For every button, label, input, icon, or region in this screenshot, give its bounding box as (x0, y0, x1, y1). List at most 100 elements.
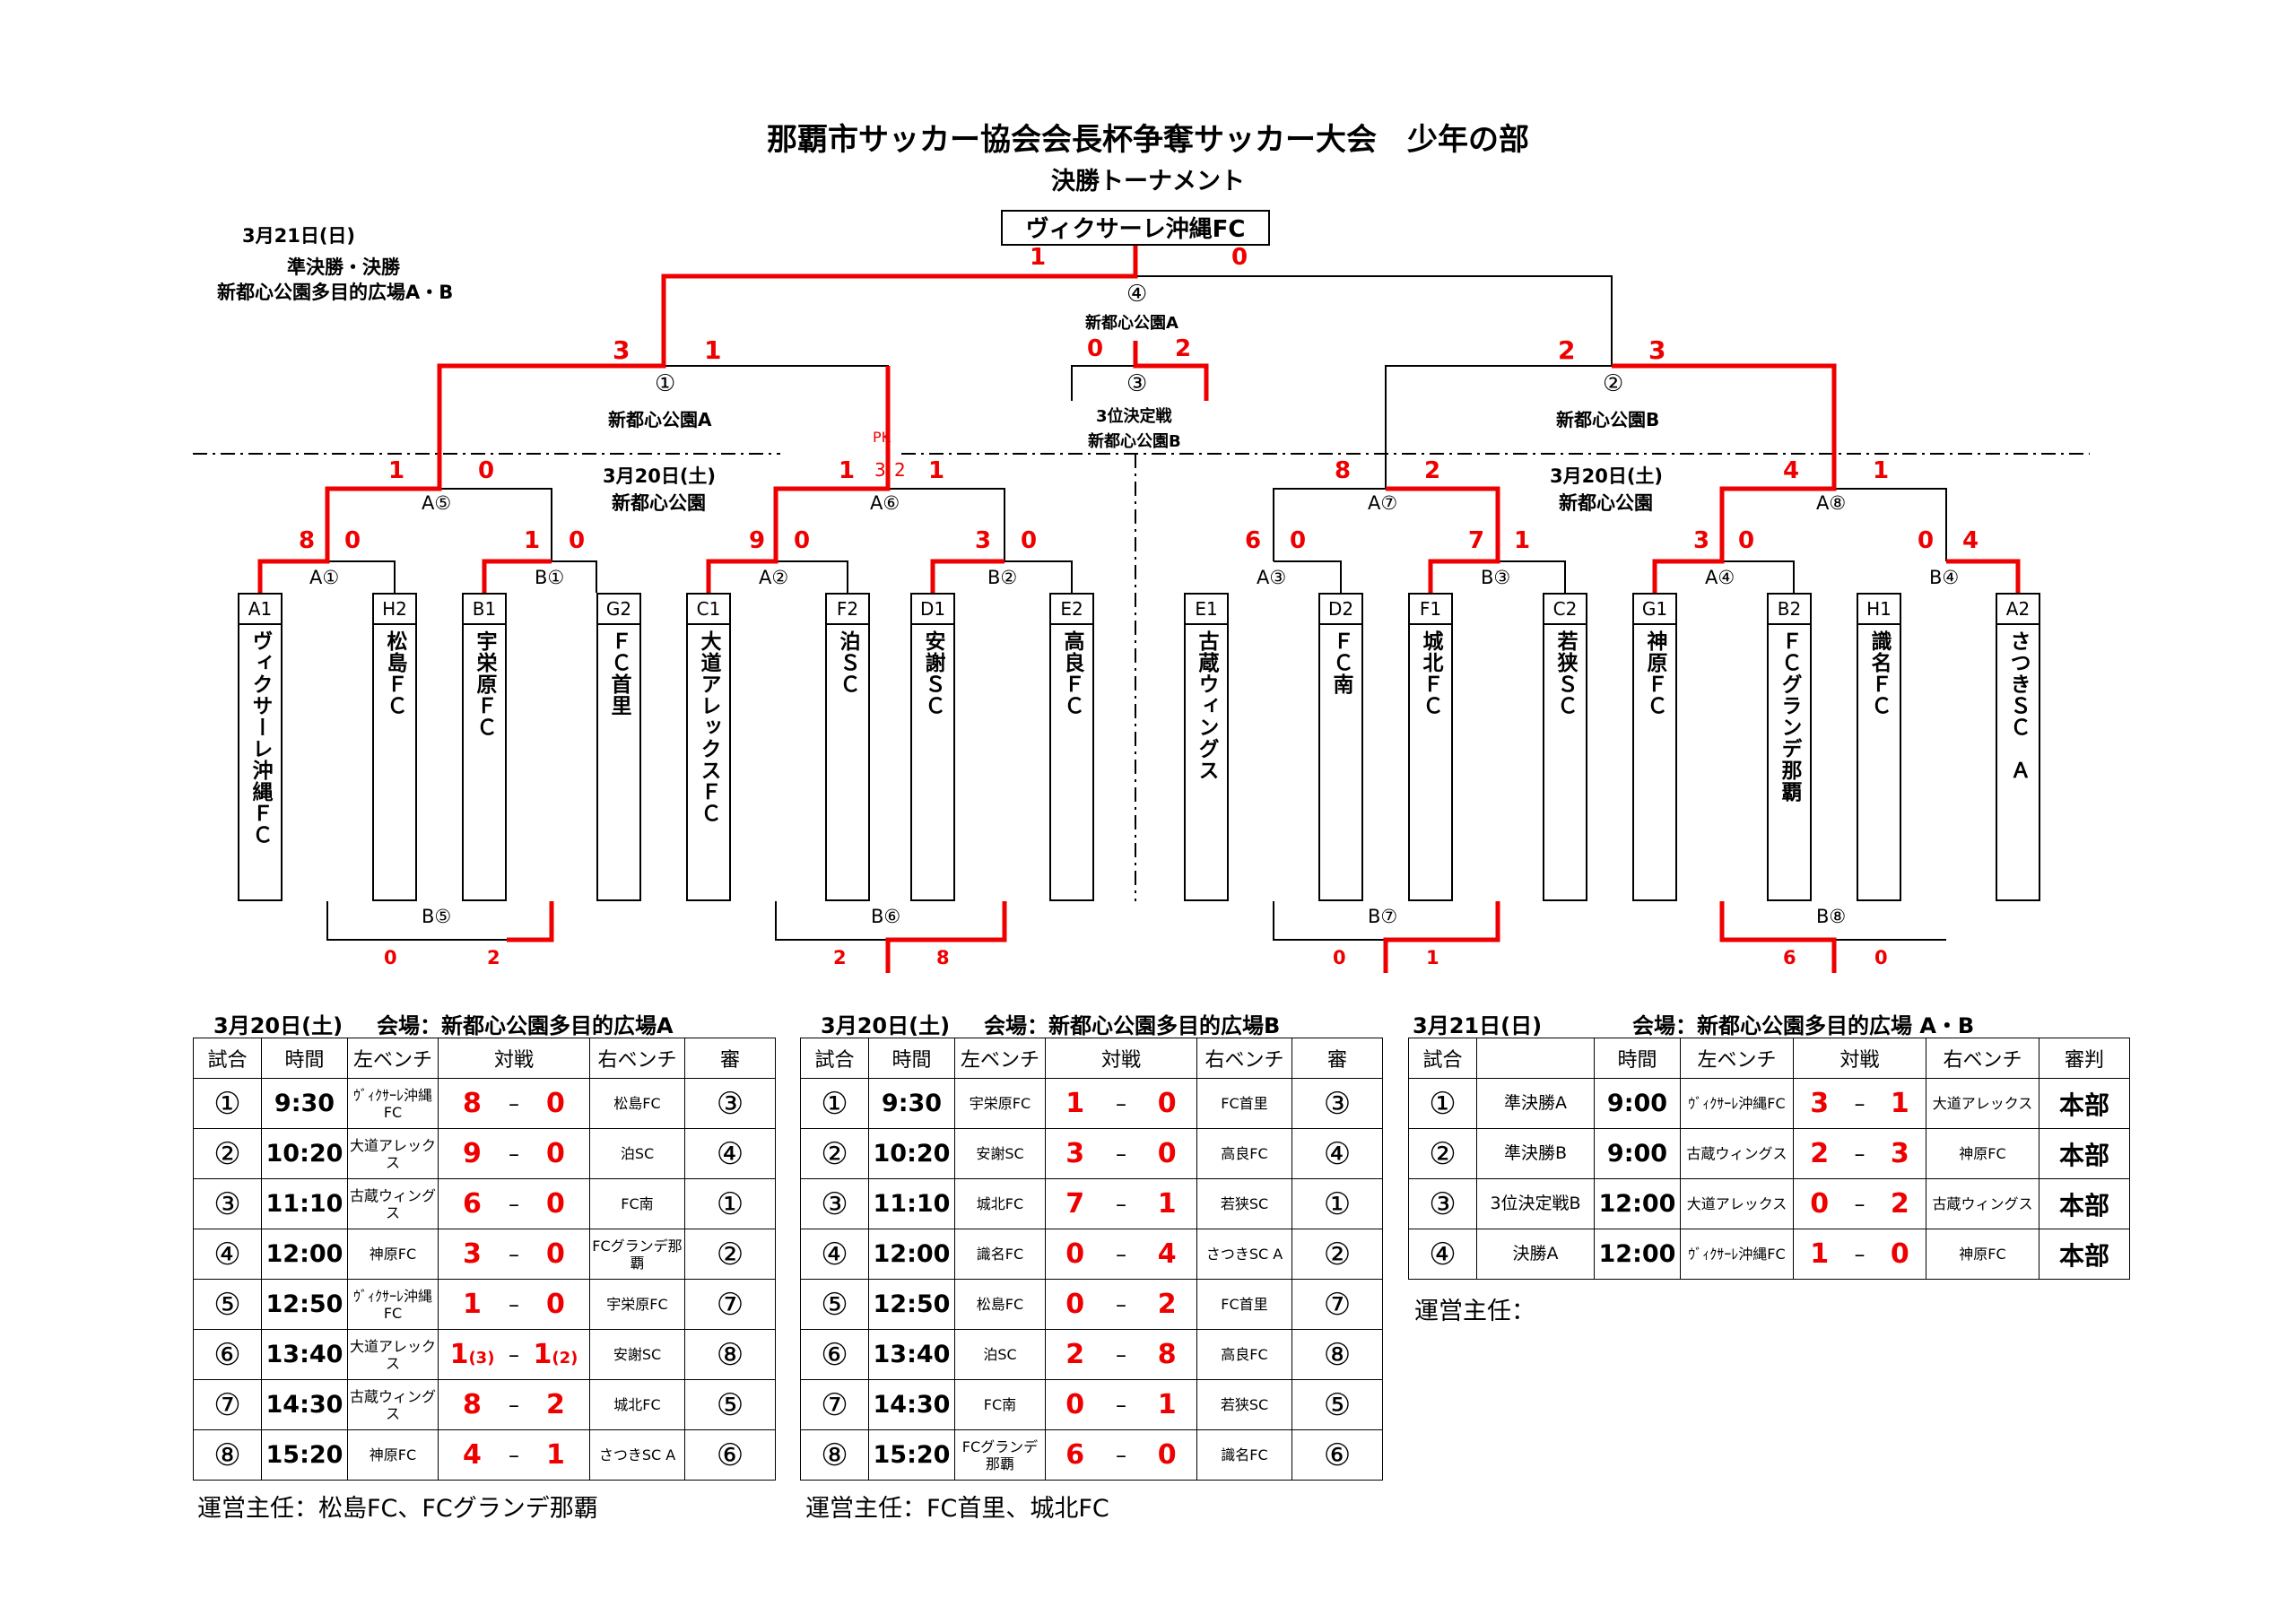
pk-label: PK (873, 429, 891, 446)
team-code: G2 (598, 595, 639, 625)
consol-label: B⑧ (1816, 906, 1847, 927)
day20-right-date: 3月20日(土) (1550, 465, 1664, 487)
schedC-staff: 運営主任： (1414, 1298, 1535, 1325)
team-box: E2 高良ＦＣ (1049, 593, 1094, 901)
r1-label: A① (309, 567, 340, 588)
qf-label: A⑤ (422, 492, 452, 514)
team-code: C2 (1544, 595, 1586, 625)
r1-score-left: 3 (975, 527, 992, 554)
header-match: 試合 (800, 1038, 869, 1079)
consol-score-right: 8 (936, 947, 950, 968)
third-venue: 新都心公園B (1088, 432, 1181, 451)
semi2-score-left: 2 (1558, 335, 1576, 365)
r1-label: B① (535, 567, 565, 588)
consol-score-right: 0 (1874, 947, 1888, 968)
r1-score-right: 0 (1290, 527, 1307, 554)
qf-score-right: 2 (1424, 457, 1441, 484)
header-vs: 対戦 (1793, 1038, 1926, 1079)
consol-score-left: 0 (1333, 947, 1346, 968)
final-venue: 新都心公園A (1085, 314, 1178, 333)
header-vs: 対戦 (438, 1038, 590, 1079)
team-name: ＦＣグランデ那覇 (1778, 630, 1801, 803)
qf-score-left: 8 (1335, 457, 1352, 484)
third-title: 3位決定戦 (1096, 407, 1172, 426)
consol-score-left: 2 (833, 947, 847, 968)
qf-label: A⑧ (1816, 492, 1847, 514)
team-name: 大道アレックスＦＣ (697, 630, 720, 824)
consol-score-right: 1 (1426, 947, 1439, 968)
team-code: E2 (1051, 595, 1092, 625)
schedC-date: 3月21日(日) (1413, 1013, 1543, 1038)
r1-score-left: 3 (1693, 527, 1710, 554)
team-name: ＦＣ南 (1329, 630, 1352, 695)
header-match: 試合 (193, 1038, 262, 1079)
semi2-venue: 新都心公園B (1556, 409, 1660, 430)
page-title: 那覇市サッカー協会会長杯争奪サッカー大会 少年の部 (767, 122, 1529, 158)
header-right: 右ベンチ (589, 1038, 685, 1079)
schedA-staff: 運営主任：松島FC、FCグランデ那覇 (197, 1495, 598, 1523)
r1-label: A② (759, 567, 789, 588)
semi1-label: ① (655, 370, 676, 397)
consol-label: B⑥ (871, 906, 901, 927)
qf-score-right: 0 (478, 457, 495, 484)
r1-score-right: 0 (569, 527, 586, 554)
consol-score-right: 2 (487, 947, 500, 968)
semi1-venue: 新都心公園A (608, 409, 712, 430)
r1-score-left: 8 (299, 527, 316, 554)
final-score-right: 0 (1231, 244, 1248, 271)
r1-score-right: 0 (794, 527, 811, 554)
bracket-lines (193, 246, 2090, 973)
header-right: 右ベンチ (1926, 1038, 2039, 1079)
team-code: A1 (239, 595, 281, 625)
final-score-left: 1 (1030, 244, 1047, 271)
team-name: 古蔵ウィングス (1195, 630, 1218, 781)
team-name: 泊ＳＣ (836, 630, 859, 695)
day21-venue: 新都心公園多目的広場A・B (217, 282, 454, 303)
r1-label: B④ (1929, 567, 1960, 588)
r1-score-right: 4 (1962, 527, 1979, 554)
schedB-staff: 運営主任：FC首里、城北FC (805, 1495, 1109, 1523)
team-box: A2 さつきＳＣ Ａ (1996, 593, 2040, 901)
team-code: C1 (688, 595, 729, 625)
qf-pk-right: 2 (894, 459, 906, 481)
day20-left-venue: 新都心公園 (612, 492, 706, 514)
team-name: さつきＳＣ Ａ (2006, 630, 2030, 781)
team-code: F1 (1410, 595, 1451, 625)
r1-score-left: 6 (1245, 527, 1262, 554)
team-code: B2 (1769, 595, 1810, 625)
header-left: 左ベンチ (1680, 1038, 1794, 1079)
team-code: A2 (1997, 595, 2039, 625)
team-name: 高良ＦＣ (1060, 630, 1083, 716)
qf-score-left: 1 (388, 457, 405, 484)
qf-score-left: 1 (839, 457, 856, 484)
consol-label: B⑤ (422, 906, 452, 927)
r1-score-left: 7 (1468, 527, 1485, 554)
team-code: G1 (1634, 595, 1675, 625)
team-name: ＦＣ首里 (607, 630, 631, 716)
day20-right-venue: 新都心公園 (1559, 492, 1653, 514)
third-score-left: 0 (1087, 335, 1104, 362)
header-ref: 審判 (2039, 1038, 2130, 1079)
header-right: 右ベンチ (1196, 1038, 1292, 1079)
r1-label: A③ (1257, 567, 1287, 588)
